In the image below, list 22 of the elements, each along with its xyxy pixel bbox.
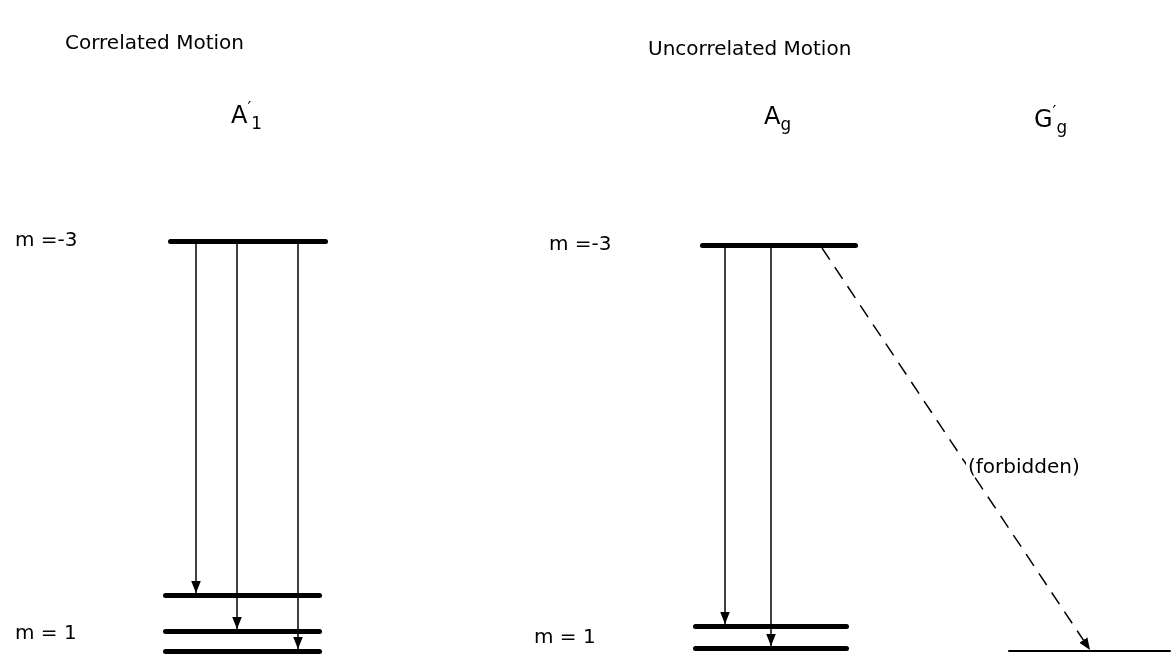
energy-level-line xyxy=(700,243,858,248)
heading: Uncorrelated Motion xyxy=(648,38,852,58)
heading: Correlated Motion xyxy=(65,32,244,52)
edge-label: (forbidden) xyxy=(966,455,1082,477)
level-label: m =-3 xyxy=(549,233,612,253)
arrow xyxy=(766,247,776,647)
energy-level-line xyxy=(1008,650,1171,652)
arrow xyxy=(293,243,303,650)
level-label: m = 1 xyxy=(534,626,596,646)
dashed-arrow xyxy=(821,247,1091,651)
arrow xyxy=(232,243,242,630)
level-label: m = 1 xyxy=(15,622,77,642)
energy-level-line xyxy=(693,624,849,629)
level-label: m =-3 xyxy=(15,229,78,249)
energy-level-line xyxy=(163,593,322,598)
arrow xyxy=(720,247,730,625)
energy-level-line xyxy=(163,629,322,634)
energy-level-line xyxy=(163,649,322,654)
state-symbol: A$_{g}$ xyxy=(764,104,792,133)
energy-level-line xyxy=(693,646,849,651)
energy-level-line xyxy=(168,239,328,244)
arrow xyxy=(191,243,201,594)
